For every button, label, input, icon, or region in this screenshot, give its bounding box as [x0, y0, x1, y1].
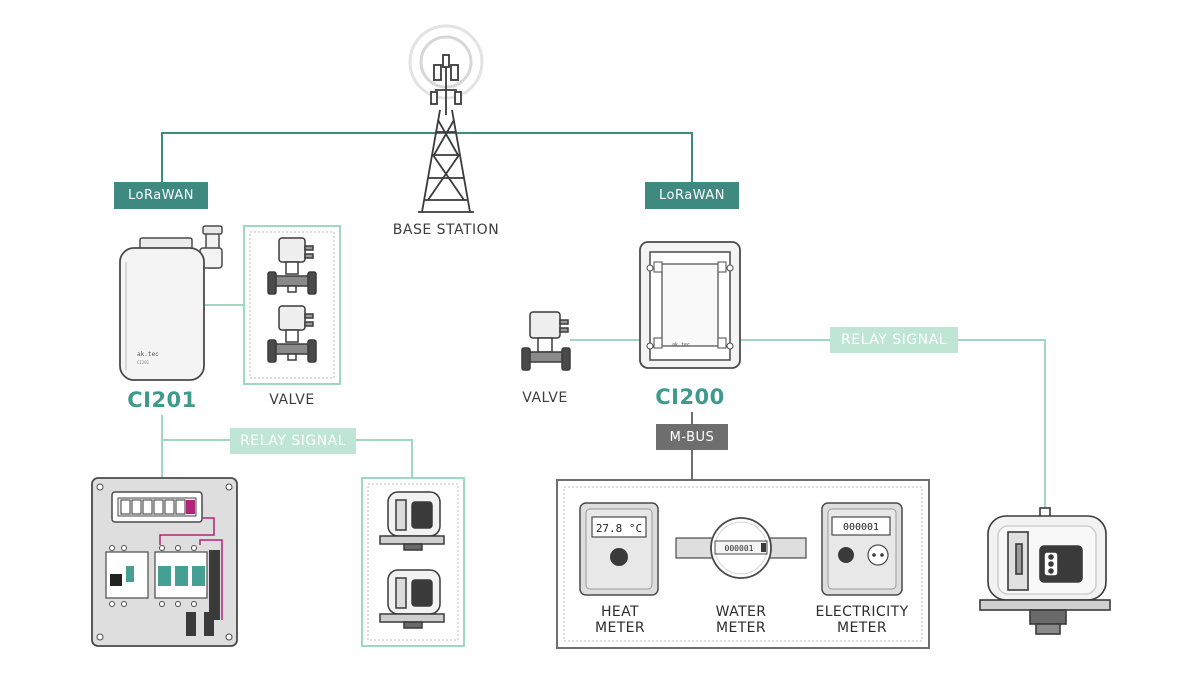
valve-icon	[267, 305, 317, 363]
valve-icon	[521, 311, 571, 371]
base-station-tower-icon	[408, 24, 484, 213]
heat-meter-label-line2: METER	[594, 620, 646, 636]
electricity-meter-label-line2: METER	[836, 620, 888, 636]
valve-icon	[267, 237, 317, 295]
base-station-label: BASE STATION	[392, 222, 500, 238]
lorawan-tag-left: LoRaWAN	[114, 182, 208, 209]
valve-label-right: VALVE	[522, 390, 568, 406]
relay-signal-tag-right: RELAY SIGNAL	[830, 327, 958, 353]
svg-text:ak.tec: ak.tec	[137, 351, 159, 358]
svg-text:CI201: CI201	[137, 360, 150, 365]
electrical-panel-icon	[91, 477, 238, 647]
heat-meter-label: HEAT METER	[580, 604, 660, 636]
heat-meter-icon: 27.8 °C	[579, 502, 659, 596]
mbus-tag: M-BUS	[656, 424, 728, 450]
pressure-switch-icon	[379, 569, 445, 629]
lorawan-links	[161, 132, 693, 182]
ci200-device-icon: ak.tec	[639, 241, 741, 369]
water-meter-icon: 000001	[675, 517, 807, 579]
lorawan-tag-right: LoRaWAN	[645, 182, 739, 209]
pressure-switch-large-icon	[979, 507, 1111, 635]
ci201-model-label: CI201	[127, 388, 197, 412]
heat-meter-readout: 27.8 °C	[596, 522, 642, 535]
electricity-meter-icon: 000001	[821, 502, 903, 596]
electricity-meter-label-line1: ELECTRICITY	[815, 604, 909, 620]
pressure-switch-icon	[379, 491, 445, 551]
water-meter-readout: 000001	[725, 544, 754, 553]
relay-signal-tag-left: RELAY SIGNAL	[230, 428, 356, 454]
electricity-meter-readout: 000001	[843, 522, 879, 533]
water-meter-label-line2: METER	[715, 620, 767, 636]
water-meter-label-line1: WATER	[715, 604, 767, 620]
valve-label-left: VALVE	[269, 392, 315, 408]
heat-meter-label-line1: HEAT	[600, 604, 639, 620]
ci201-device-icon: ak.tec CI201	[119, 225, 223, 381]
electricity-meter-label: ELECTRICITY METER	[802, 604, 922, 636]
svg-text:ak.tec: ak.tec	[672, 342, 690, 348]
ci200-model-label: CI200	[655, 385, 725, 409]
water-meter-label: WATER METER	[700, 604, 782, 636]
